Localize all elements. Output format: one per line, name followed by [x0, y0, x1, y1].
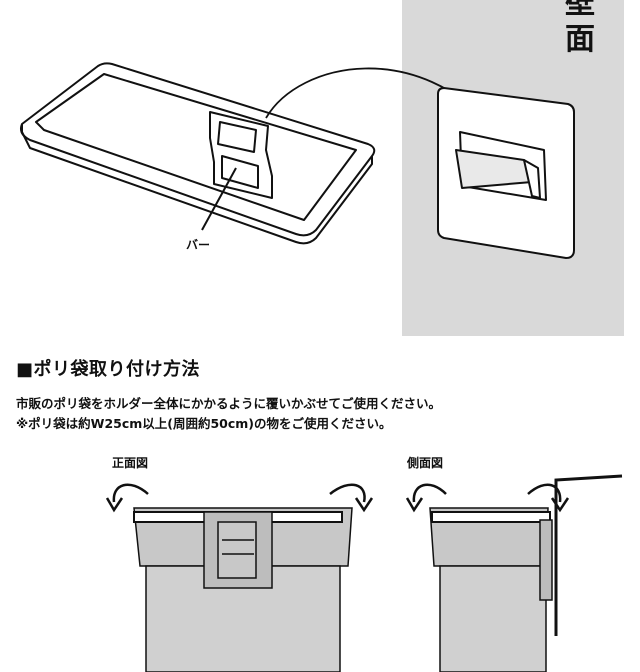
bar-pointer-line — [201, 167, 237, 231]
instruction-text-1: 市販のポリ袋をホルダー全体にかかるように覆いかぶせてご使用ください。 — [16, 396, 442, 411]
front-view-label: 正面図 — [112, 456, 149, 470]
wall-label: 壁面 — [565, 0, 595, 57]
tray-bar — [209, 111, 273, 199]
side-view-diagram — [405, 474, 623, 672]
tray-holder — [20, 62, 376, 245]
section-title: ■ポリ袋取り付け方法 — [16, 359, 201, 380]
wall-hook — [437, 87, 575, 259]
side-view-label: 側面図 — [407, 456, 444, 470]
front-view-diagram — [105, 483, 374, 672]
instruction-text-2: ※ポリ袋は約W25cm以上(周囲約50cm)の物をご使用ください。 — [16, 416, 392, 431]
bar-label: バー — [186, 238, 211, 252]
